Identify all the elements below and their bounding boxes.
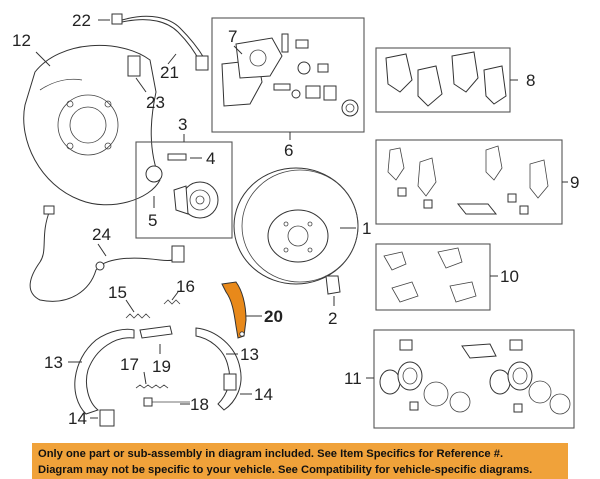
callout-12: 12 [12, 31, 31, 50]
callout-14b: 14 [254, 385, 273, 404]
springs [125, 299, 181, 319]
caliper-box [211, 17, 365, 133]
callout-24: 24 [92, 225, 111, 244]
callout-4: 4 [206, 149, 215, 168]
callout-3: 3 [178, 115, 187, 134]
disclaimer-line-2: Diagram may not be specific to your vehi… [38, 464, 533, 476]
seal-kit-box [373, 329, 575, 429]
callout-15: 15 [108, 283, 127, 302]
callout-13a: 13 [44, 353, 63, 372]
callout-11: 11 [344, 369, 362, 388]
disclaimer-banner: Only one part or sub-assembly in diagram… [32, 443, 568, 479]
clips-box [375, 243, 491, 311]
caliper-parts [221, 33, 359, 117]
callout-8: 8 [526, 71, 535, 90]
brake-pads [385, 51, 507, 107]
callout-18: 18 [190, 395, 209, 414]
callout-2: 2 [328, 309, 337, 328]
disclaimer-line-1: Only one part or sub-assembly in diagram… [38, 448, 504, 460]
callout-5: 5 [148, 211, 157, 230]
callout-22: 22 [72, 11, 91, 30]
abs-sensor-harness [29, 205, 185, 302]
callout-1: 1 [362, 219, 371, 238]
callout-20: 20 [264, 307, 283, 326]
brake-parts-diagram: 12 22 21 23 7 6 8 [12, 11, 579, 429]
parking-brake-lever-highlighted [221, 281, 247, 339]
callout-16: 16 [176, 277, 195, 296]
hub-assembly [145, 153, 219, 219]
callout-10: 10 [500, 267, 519, 286]
callout-14a: 14 [68, 409, 87, 428]
callout-13b: 13 [240, 345, 259, 364]
callout-9: 9 [570, 173, 579, 192]
brake-hose [111, 13, 209, 77]
callout-17: 17 [120, 355, 139, 374]
anti-rattle-clips [383, 247, 477, 303]
callout-7: 7 [228, 27, 237, 46]
pad-hardware [387, 145, 549, 215]
callout-23: 23 [146, 93, 165, 112]
brake-rotor [233, 167, 359, 285]
shoe-hardware [99, 325, 237, 427]
callout-6: 6 [284, 141, 293, 160]
callout-21: 21 [160, 63, 179, 82]
seal-kit-parts [379, 339, 571, 415]
plug [325, 275, 341, 295]
callout-19: 19 [152, 357, 171, 376]
